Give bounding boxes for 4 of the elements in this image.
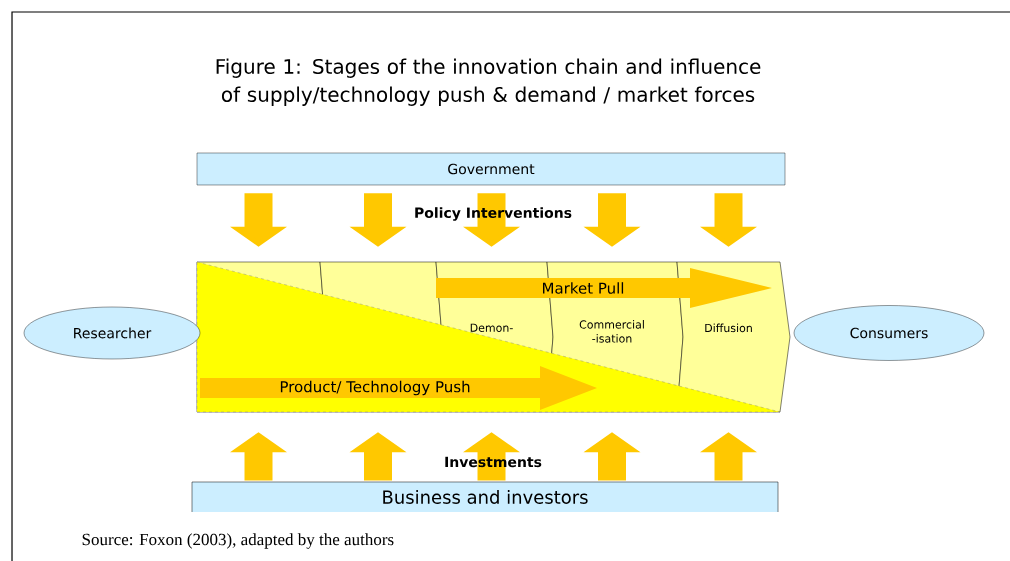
- caption: Source: Foxon (2003), adapted by the authors: [82, 533, 394, 549]
- header-box: Business and investors: [191, 481, 779, 513]
- header-box: Government: [196, 152, 786, 186]
- title: Figure 1: Stages of the innovation chain and influence of supply/technology push & demand / market forces: [216, 58, 761, 106]
